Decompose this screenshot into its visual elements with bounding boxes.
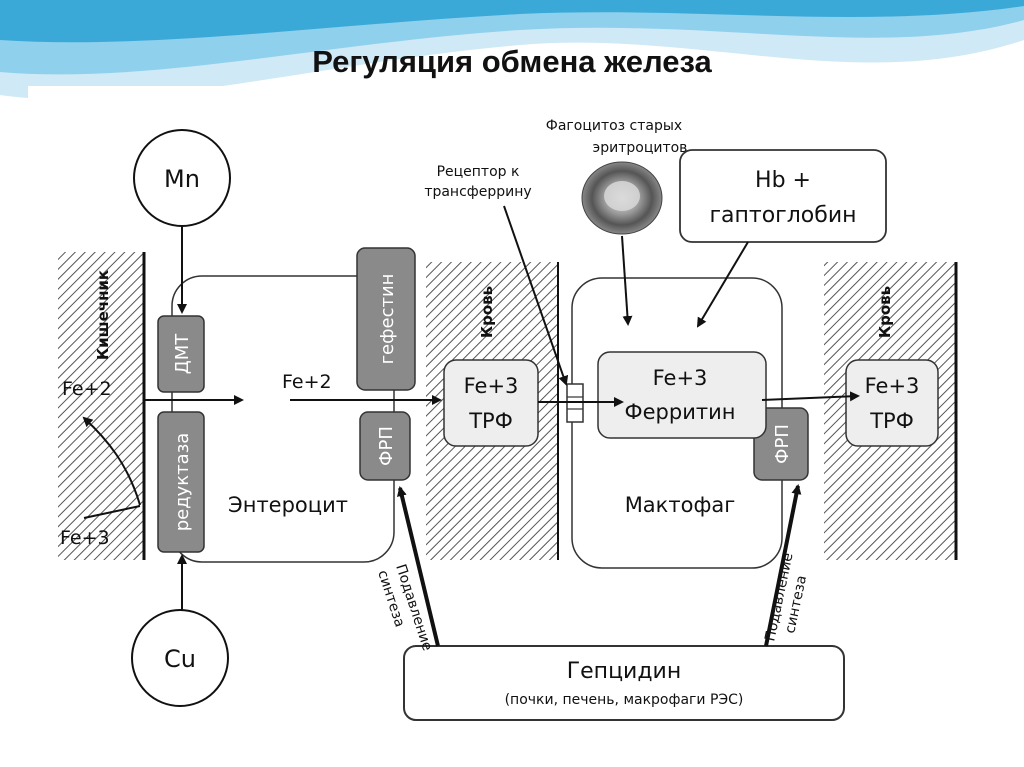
phagocytosis-label-line1: Фагоцитоз старых	[546, 118, 682, 134]
hepcidin-box	[403, 645, 845, 721]
macrophage-label: Мактофаг	[625, 493, 736, 517]
arrow-hb-to-macrophage	[696, 241, 749, 328]
dmt-label: ДМТ	[172, 333, 193, 375]
cu-circle	[131, 609, 229, 707]
arrow-receptor-pointer	[503, 205, 569, 386]
reduction-line	[83, 505, 141, 519]
reductase-label: редуктаза	[172, 433, 193, 532]
fe3-lumen-label: Fe+3	[60, 527, 110, 549]
ferritin-line2: Ферритин	[625, 400, 736, 424]
receptor-label-line1: Рецептор к	[437, 164, 520, 180]
hepcidin-source: (почки, печень, макрофаги РЭС)	[505, 692, 744, 708]
ferritin-box	[597, 351, 767, 439]
arrow-fe3-to-fe2	[82, 416, 141, 506]
phagocytosis-label-line2: эритроцитов	[593, 140, 688, 156]
dmt-transporter	[157, 315, 205, 393]
ferritin-line1: Fe+3	[653, 366, 708, 390]
arrow-ferritin-to-blood	[761, 391, 860, 402]
fe2-cell-label: Fe+2	[282, 371, 332, 393]
trf-right-line2: ТРФ	[869, 409, 914, 433]
enterocyte-label: Энтероцит	[228, 493, 348, 517]
trf-left-line2: ТРФ	[468, 409, 513, 433]
reductase-enzyme	[157, 411, 205, 553]
cu-label: Cu	[164, 645, 196, 673]
frp-right-transporter	[753, 407, 809, 481]
hephaestin-label: гефестин	[377, 274, 398, 365]
arrow-hepcidin-to-frp-right	[764, 484, 802, 647]
trf-right-box	[845, 359, 939, 447]
blood-label-right: Кровь	[876, 286, 894, 338]
red-blood-cell-center	[604, 181, 640, 211]
arrow-phagocytosis-to-macrophage	[621, 235, 633, 326]
blood-label-left: Кровь	[478, 286, 496, 338]
intestine-label: Кишечник	[94, 270, 112, 360]
trf-right-line1: Fe+3	[865, 374, 920, 398]
hepcidin-name: Гепцидин	[567, 659, 682, 684]
hb-line1: Hb +	[755, 168, 811, 193]
hb-haptoglobin-box	[679, 149, 887, 243]
hb-line2: гаптоглобин	[709, 203, 856, 228]
receptor-label-line2: трансферрину	[424, 184, 531, 200]
trf-left-box	[443, 359, 539, 447]
frp-left-transporter	[359, 411, 411, 481]
hephaestin-protein	[356, 247, 416, 391]
frp-left-label: ФРП	[376, 426, 397, 466]
fe2-lumen-label: Fe+2	[62, 378, 112, 400]
frp-right-label: ФРП	[772, 424, 793, 464]
trf-left-line1: Fe+3	[464, 374, 519, 398]
wave-dark	[0, 0, 1024, 43]
slide-title: Регуляция обмена железа	[312, 44, 712, 79]
mn-label: Mn	[164, 165, 200, 193]
arrow-hepcidin-to-frp-left	[397, 486, 440, 647]
